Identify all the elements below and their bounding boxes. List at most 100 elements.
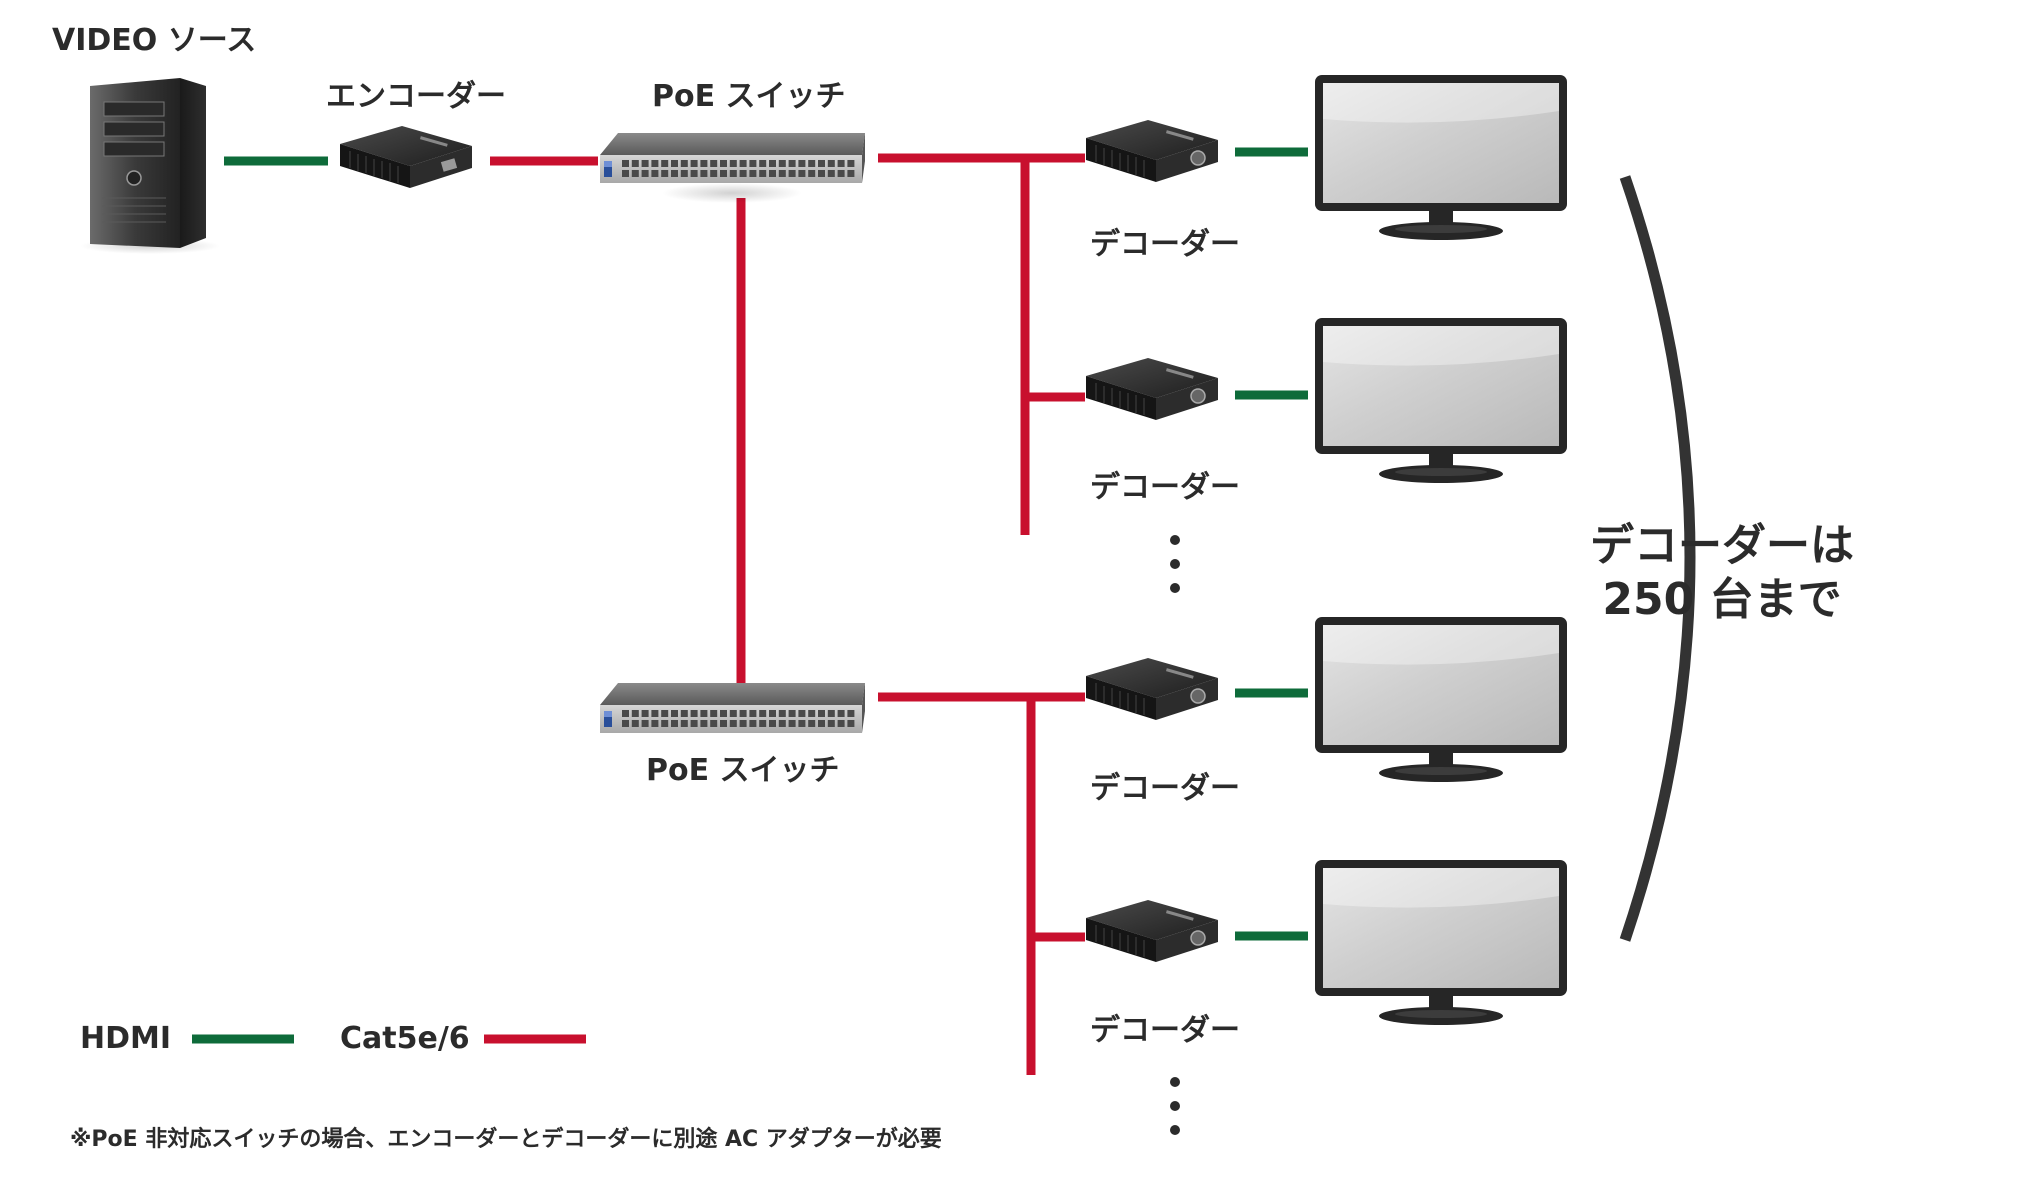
switch-port [710,720,718,727]
switch-port [798,160,806,167]
switch-port [739,170,747,177]
switch-port [798,720,806,727]
switch-port [671,720,678,727]
switch-port [749,160,757,167]
switch-port [700,710,708,717]
switch-port [749,720,757,727]
switch-port [622,160,629,167]
decoder-device-icon [1085,657,1219,721]
switch-port [622,720,629,727]
switch-port [729,170,737,177]
switch-port [739,160,747,167]
video-source-label: VIDEO ソース [52,23,256,58]
switch-port [631,160,639,167]
switch-port [808,720,816,727]
switch-port [798,710,806,717]
switch-port [847,170,855,177]
switch-port [837,720,845,727]
capacity-label-line2: 250 台まで [1602,574,1841,625]
switch-port [808,170,816,177]
switch-port [710,160,718,167]
capacity-label-line1: デコーダーは [1590,520,1854,571]
switch-port [729,160,737,167]
switch-port [798,170,806,177]
switch-port [720,160,727,167]
decoder-label-3: デコーダー [1090,771,1240,806]
more-decoders-ellipsis [1170,1077,1180,1135]
switch-port [769,160,776,167]
switch-port [759,720,767,727]
switch-port [641,160,649,167]
switch-port [720,720,727,727]
switch-port [847,720,855,727]
switch-port [710,170,718,177]
switch-port [788,160,796,167]
switch-port [818,160,825,167]
switch-port [769,170,776,177]
switch-port [759,710,767,717]
legend-hdmi-label: HDMI [80,1021,171,1056]
switch-port [808,710,816,717]
switch-port [690,720,698,727]
switch-port [837,170,845,177]
switch-port [631,720,639,727]
switch-port [651,160,659,167]
switch-port [622,170,629,177]
switch-port [680,710,688,717]
encoder-device-icon [339,125,473,189]
switch-port [827,160,835,167]
switch-port [739,720,747,727]
switch-port [622,710,629,717]
switch-port [808,160,816,167]
pc-tower-icon [80,78,220,254]
switch-port [641,170,649,177]
switch-port [827,170,835,177]
switch-port [788,170,796,177]
switch-port [778,170,786,177]
decoder-label-1: デコーダー [1090,227,1240,262]
switch-port [739,710,747,717]
monitor-icon [1315,318,1567,483]
switch-port [661,710,669,717]
switch-port [671,710,678,717]
switch-port [631,710,639,717]
decoder-device-icon [1085,357,1219,421]
switch-port [827,710,835,717]
switch-port [641,720,649,727]
switch-port [710,710,718,717]
switch-port [778,720,786,727]
network-switch-icon [600,683,865,733]
switch-port [788,720,796,727]
more-decoders-ellipsis [1170,535,1180,593]
switch-port [788,710,796,717]
switch-port [818,720,825,727]
decoder-device-icon [1085,119,1219,183]
switch-port [631,170,639,177]
switch-port [749,170,757,177]
switch-port [651,720,659,727]
poe-switch-top-label: PoE スイッチ [652,79,846,114]
encoder-label: エンコーダー [326,79,506,114]
monitor-icon [1315,617,1567,782]
switch-port [759,160,767,167]
cables [224,147,1308,1075]
decoder-label-4: デコーダー [1090,1013,1240,1048]
footnote: ※PoE 非対応スイッチの場合、エンコーダーとデコーダーに別途 AC アダプター… [70,1126,942,1152]
switch-port [837,160,845,167]
switch-port [847,160,855,167]
switch-port [700,160,708,167]
switch-port [827,720,835,727]
switch-port [759,170,767,177]
switch-port [729,720,737,727]
decoder-label-2: デコーダー [1090,470,1240,505]
decoder-device-icon [1085,899,1219,963]
network-switch-icon [600,133,865,203]
switch-port [680,170,688,177]
legend: HDMI Cat5e/6 [80,1021,586,1056]
decoder-group-bracket [1619,175,1696,942]
switch-port [690,160,698,167]
switch-port [778,710,786,717]
switch-port [641,710,649,717]
switch-port [661,160,669,167]
switch-port [769,710,776,717]
